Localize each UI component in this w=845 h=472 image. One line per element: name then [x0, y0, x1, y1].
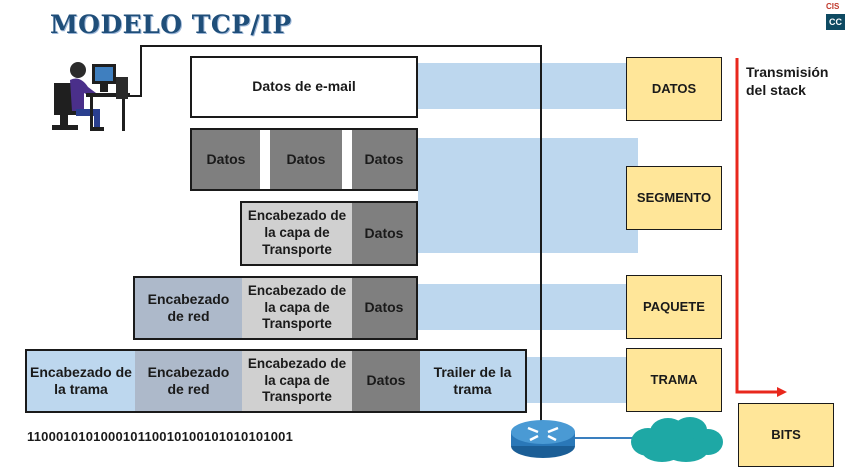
data-segments-row: Datos Datos Datos [190, 128, 418, 191]
link-computer-v [140, 45, 142, 97]
router-icon [511, 420, 575, 458]
transport-header-label: Encabezado de la capa de Transporte [247, 208, 347, 257]
label-datos-text: DATOS [651, 80, 697, 96]
label-trama-text: TRAMA [650, 371, 698, 387]
label-bits: BITS [738, 403, 834, 467]
stack-arrow-icon [735, 58, 787, 397]
frame-header-cell: Encabezado de la trama [27, 351, 135, 411]
data-segment-3-label: Datos [364, 150, 404, 167]
packet-data-cell: Datos [352, 278, 416, 338]
link-to-router [540, 45, 542, 423]
frame-row: Encabezado de la trama Encabezado de red… [25, 349, 527, 413]
email-data-label: Datos de e-mail [252, 78, 356, 95]
cisco-logo-top: CIS [826, 2, 840, 11]
data-segment-1: Datos [192, 130, 260, 189]
stack-label-line1: Transmisión [746, 64, 829, 80]
frame-trailer-cell: Trailer de la trama [420, 351, 525, 411]
frame-header-label: Encabezado de la trama [30, 363, 132, 398]
label-segmento-text: SEGMENTO [636, 189, 712, 205]
label-bits-text: BITS [771, 426, 801, 442]
page-title: MODELO TCP/IP [50, 10, 292, 39]
frame-transport-label: Encabezado de la capa de Transporte [247, 355, 347, 405]
data-segment-2: Datos [270, 130, 342, 189]
label-datos: DATOS [626, 57, 722, 121]
packet-transport-label: Encabezado de la capa de Transporte [247, 282, 347, 332]
packet-data-label: Datos [364, 299, 404, 316]
network-header-cell: Encabezado de red [135, 278, 242, 338]
cisco-logo-box: CC [826, 14, 845, 30]
transport-header-cell: Encabezado de la capa de Transporte [242, 203, 352, 264]
computer-user-icon [52, 62, 130, 131]
cloud-icon [631, 417, 723, 462]
frame-trailer-label: Trailer de la trama [433, 363, 512, 398]
frame-data-label: Datos [366, 372, 406, 389]
stack-label: Transmisión del stack [746, 63, 828, 99]
network-header-label: Encabezado de red [147, 290, 230, 325]
bits-string: 110001010100010110010100101010101001 [27, 429, 294, 444]
data-segment-1-label: Datos [206, 150, 246, 167]
link-top [140, 45, 542, 47]
packet-row: Encabezado de red Encabezado de la capa … [133, 276, 418, 340]
frame-network-label: Encabezado de red [147, 363, 230, 398]
band-paquete [418, 284, 628, 330]
frame-network-cell: Encabezado de red [135, 351, 242, 411]
packet-transport-cell: Encabezado de la capa de Transporte [242, 278, 352, 338]
data-segment-2-label: Datos [286, 150, 326, 167]
email-data-box: Datos de e-mail [190, 56, 418, 118]
stack-label-line2: del stack [746, 82, 806, 99]
link-computer-h [130, 95, 142, 97]
label-segmento: SEGMENTO [626, 166, 722, 230]
segment-data-cell: Datos [352, 203, 416, 264]
label-trama: TRAMA [626, 348, 722, 412]
data-segment-3: Datos [352, 130, 416, 189]
band-trama [527, 357, 628, 403]
label-paquete: PAQUETE [626, 275, 722, 339]
band-datos [418, 63, 628, 109]
frame-data-cell: Datos [352, 351, 420, 411]
band-segmento [418, 138, 638, 253]
segment-data-label: Datos [364, 224, 404, 241]
label-paquete-text: PAQUETE [643, 298, 705, 314]
router-cloud-link [575, 437, 637, 439]
frame-transport-cell: Encabezado de la capa de Transporte [242, 351, 352, 411]
segment-row: Encabezado de la capa de Transporte Dato… [240, 201, 418, 266]
